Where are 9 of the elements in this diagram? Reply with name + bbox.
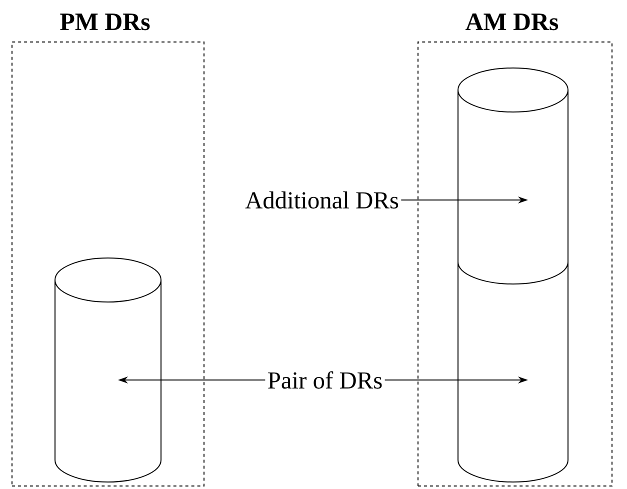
text-label: Pair of DRs — [268, 371, 382, 389]
dashed-group-box: PM DRs — [12, 14, 204, 486]
cylinder — [458, 262, 568, 482]
dashed-group-box: AM DRs — [418, 14, 612, 486]
cylinder — [458, 68, 568, 284]
node-label: PM DRs — [60, 14, 150, 30]
text-label: Additional DRs — [245, 191, 398, 209]
cylinder — [54, 258, 162, 482]
node-label: AM DRs — [466, 14, 558, 30]
